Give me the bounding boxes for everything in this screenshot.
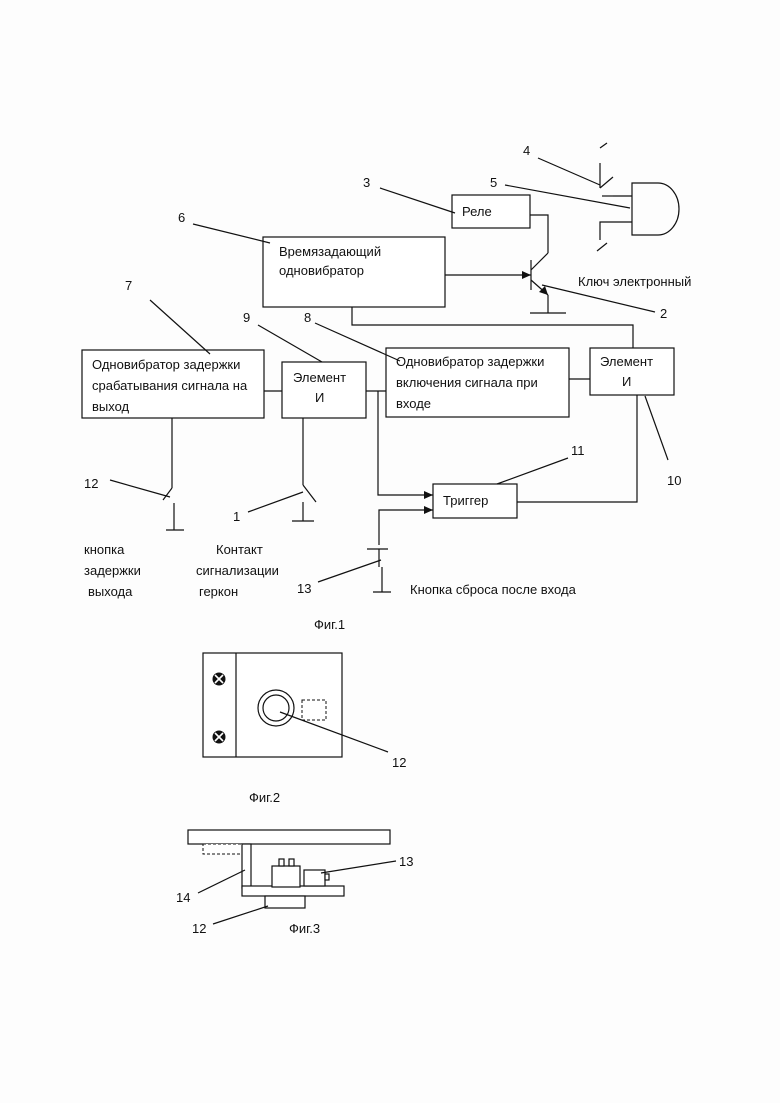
- svg-text:И: И: [315, 390, 324, 405]
- and-element-2: Элемент И: [590, 348, 674, 395]
- svg-text:срабатывания сигнала на: срабатывания сигнала на: [92, 378, 248, 393]
- svg-text:1: 1: [233, 509, 240, 524]
- reset-button-label: Кнопка сброса после входа: [410, 582, 577, 597]
- figure-1-caption: Фиг.1: [314, 617, 345, 632]
- svg-text:9: 9: [243, 310, 250, 325]
- callout-13: 13: [399, 854, 413, 869]
- callout-14: 14: [176, 890, 190, 905]
- figure-2: 12 Фиг.2: [203, 653, 406, 805]
- figure-3: 13 14 12 Фиг.3: [176, 830, 413, 936]
- svg-text:Реле: Реле: [462, 204, 492, 219]
- svg-text:10: 10: [667, 473, 681, 488]
- svg-text:4: 4: [523, 143, 530, 158]
- callout-12: 12: [392, 755, 406, 770]
- siren-symbol: [632, 183, 679, 235]
- electronic-key-label: Ключ электронный: [578, 274, 691, 289]
- entry-delay-oneshot-block: Одновибратор задержки включения сигнала …: [386, 348, 569, 417]
- post-14: [242, 844, 251, 888]
- svg-text:13: 13: [297, 581, 311, 596]
- svg-text:Времязадающий: Времязадающий: [279, 244, 381, 259]
- top-plate: [188, 830, 390, 844]
- svg-text:12: 12: [84, 476, 98, 491]
- svg-text:сигнализации: сигнализации: [196, 563, 279, 578]
- callout-12: 12: [192, 921, 206, 936]
- svg-text:Элемент: Элемент: [600, 354, 653, 369]
- svg-text:кнопка: кнопка: [84, 542, 125, 557]
- screw-icon: [213, 673, 226, 686]
- svg-text:11: 11: [571, 443, 585, 458]
- svg-text:2: 2: [660, 306, 667, 321]
- svg-text:7: 7: [125, 278, 132, 293]
- svg-text:входе: входе: [396, 396, 431, 411]
- svg-text:включения сигнала при: включения сигнала при: [396, 375, 538, 390]
- svg-text:3: 3: [363, 175, 370, 190]
- svg-text:Триггер: Триггер: [443, 493, 488, 508]
- svg-text:выход: выход: [92, 399, 130, 414]
- svg-text:выхода: выхода: [88, 584, 133, 599]
- timing-oneshot-block: Времязадающий одновибратор: [263, 237, 445, 307]
- reed-contact-label: Контакт сигнализации геркон: [196, 542, 279, 599]
- transistor-symbol: [531, 253, 548, 295]
- svg-text:6: 6: [178, 210, 185, 225]
- relay-part: [272, 866, 300, 887]
- svg-text:Одновибратор задержки: Одновибратор задержки: [92, 357, 240, 372]
- button-12: [265, 896, 305, 908]
- trigger-block: Триггер: [433, 484, 517, 518]
- svg-text:геркон: геркон: [199, 584, 238, 599]
- svg-text:5: 5: [490, 175, 497, 190]
- svg-text:одновибратор: одновибратор: [279, 263, 364, 278]
- exit-delay-button-label: кнопка задержки выхода: [84, 542, 141, 599]
- svg-text:Элемент: Элемент: [293, 370, 346, 385]
- exit-delay-oneshot-block: Одновибратор задержки срабатывания сигна…: [82, 350, 264, 418]
- svg-text:задержки: задержки: [84, 563, 141, 578]
- svg-text:8: 8: [304, 310, 311, 325]
- figure-2-caption: Фиг.2: [249, 790, 280, 805]
- screw-icon: [213, 731, 226, 744]
- svg-text:Контакт: Контакт: [216, 542, 263, 557]
- figure-3-caption: Фиг.3: [289, 921, 320, 936]
- figure-1: Реле Времязадающий одновибратор Одновибр…: [82, 143, 691, 632]
- and-element-1: Элемент И: [282, 362, 366, 418]
- svg-text:И: И: [622, 374, 631, 389]
- svg-text:Одновибратор задержки: Одновибратор задержки: [396, 354, 544, 369]
- relay-block: Реле: [452, 195, 530, 228]
